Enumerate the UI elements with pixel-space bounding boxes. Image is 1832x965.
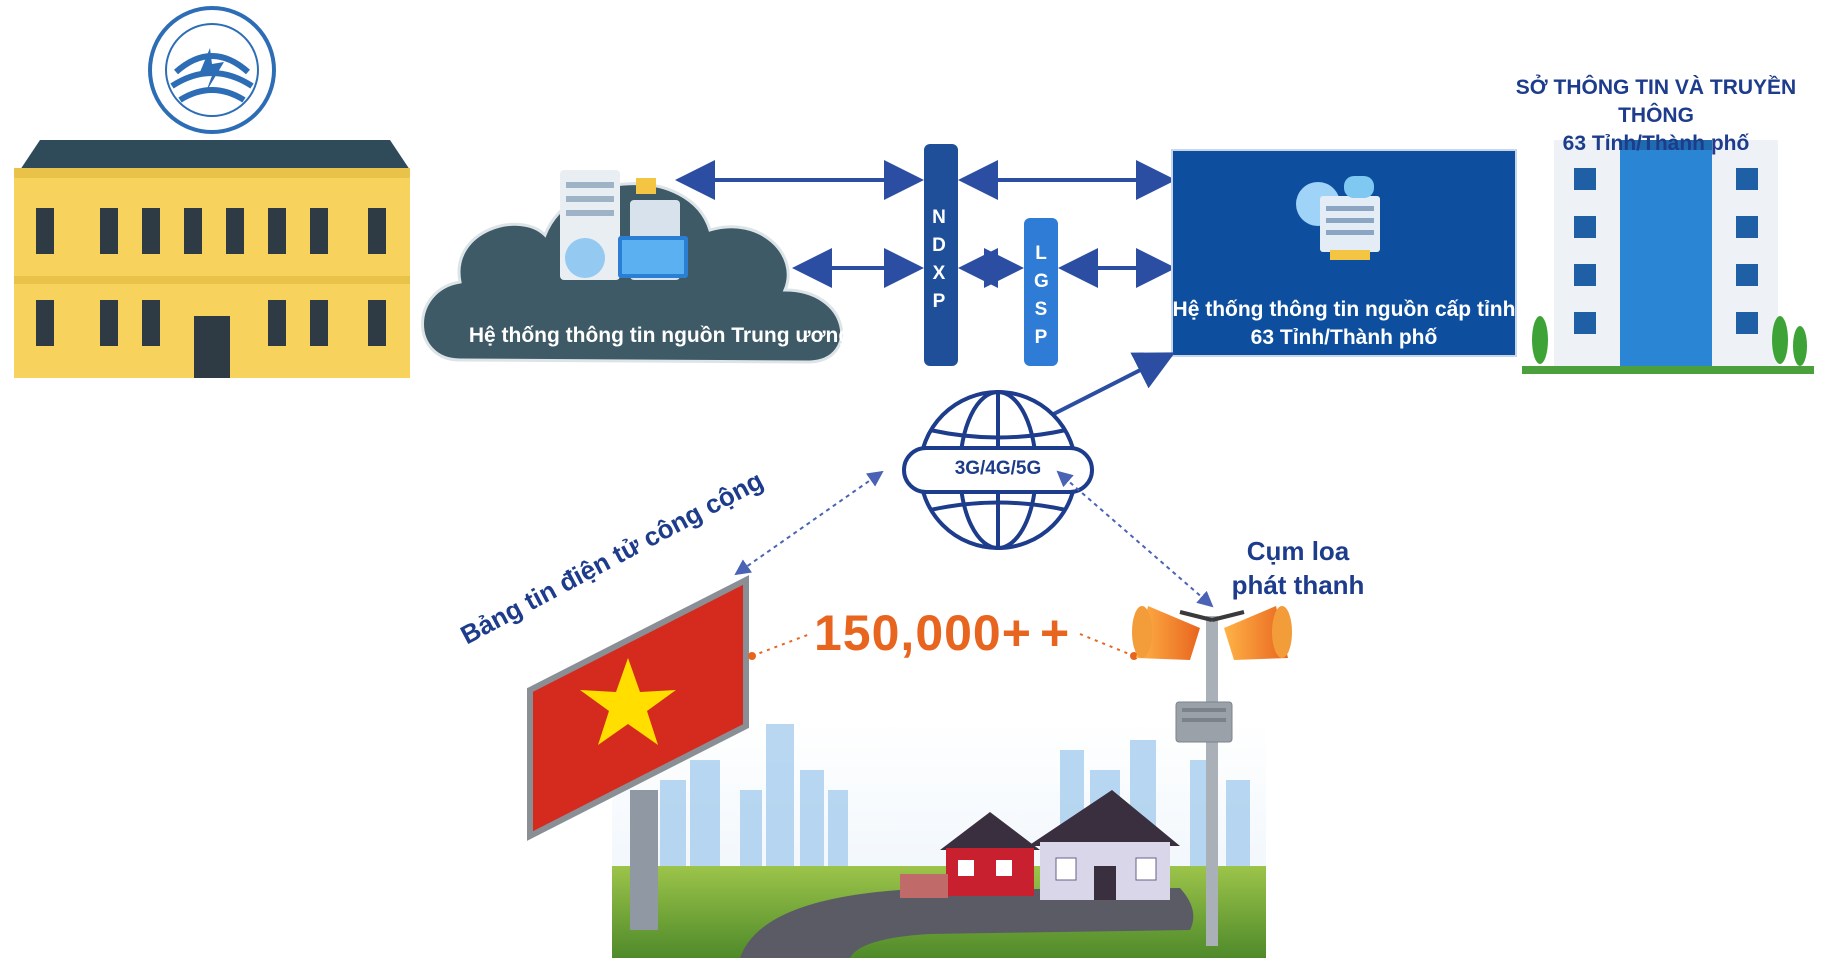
count-connector	[751, 633, 1135, 657]
network-label: 3G/4G/5G	[954, 458, 1042, 479]
department-title: SỞ THÔNG TIN VÀ TRUYỀN THÔNG 63 Tỉnh/Thà…	[1480, 74, 1832, 158]
town-scene	[612, 720, 1266, 958]
lgsp-bar	[1024, 218, 1058, 366]
ndxp-label: NDXP	[924, 204, 954, 316]
endpoint-count: 150,000++	[814, 604, 1114, 662]
lgsp-text: LGSP	[1034, 243, 1049, 348]
speaker-horn-icon	[1132, 606, 1200, 660]
central-cloud	[421, 170, 844, 364]
billboard	[527, 575, 749, 930]
speaker-pole	[1132, 606, 1292, 946]
speaker-horn-icon	[1224, 606, 1292, 660]
endpoint-count-value: 150,000+	[814, 605, 1032, 661]
provincial-system-line1: Hệ thống thông tin nguồn cấp tỉnh	[1172, 298, 1516, 321]
speaker-label-line1: Cụm loa	[1246, 536, 1350, 566]
connector-dot	[748, 652, 756, 660]
bus-provincial-arrows	[958, 160, 1176, 288]
speaker-cluster-label: Cụm loa phát thanh	[1198, 534, 1398, 602]
ministry-building	[14, 140, 410, 378]
provincial-system-label: Hệ thống thông tin nguồn cấp tỉnh 63 Tỉn…	[1172, 296, 1516, 352]
ndxp-bar	[924, 144, 958, 366]
provincial-system-line2: 63 Tỉnh/Thành phố	[1250, 326, 1438, 349]
department-title-line1: SỞ THÔNG TIN VÀ TRUYỀN THÔNG	[1515, 76, 1797, 127]
ministry-logo	[148, 6, 276, 134]
wireless-links	[734, 470, 1214, 608]
flag-star-icon	[580, 658, 676, 745]
department-title-line2: 63 Tỉnh/Thành phố	[1562, 132, 1750, 155]
central-system-label: Hệ thống thông tin nguồn Trung ương	[468, 324, 852, 347]
central-ndxp-arrows	[675, 160, 924, 288]
provincial-system-box	[1171, 149, 1517, 357]
houses	[900, 790, 1180, 900]
speaker-label-line2: phát thanh	[1231, 570, 1365, 600]
ndxp-text: NDXP	[932, 207, 946, 312]
lgsp-label: LGSP	[1026, 240, 1056, 352]
department-building	[1522, 140, 1814, 374]
globe-icon	[902, 390, 1094, 550]
endpoint-count-plus: +	[1039, 605, 1071, 661]
